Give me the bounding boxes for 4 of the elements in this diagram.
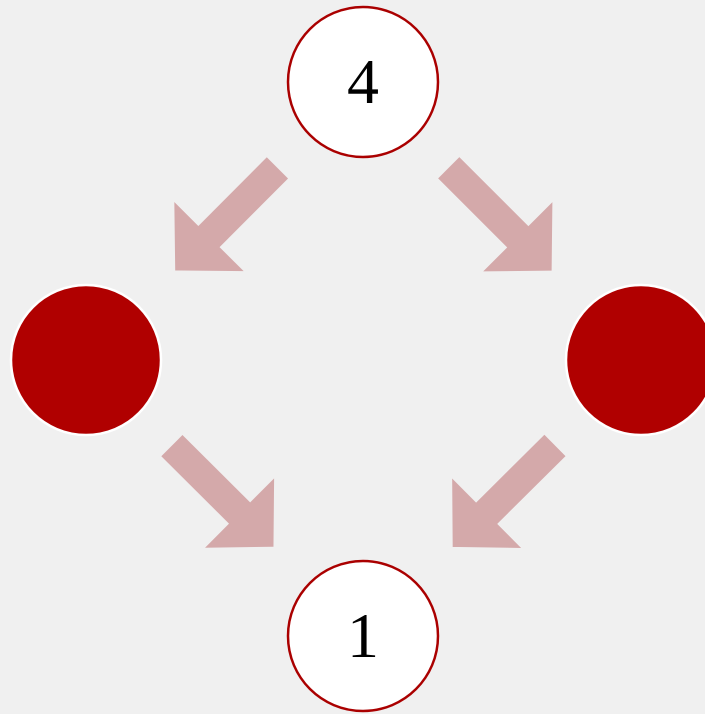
filled-circle: [10, 284, 162, 436]
filled-circle: [564, 284, 705, 436]
block-arrow: [438, 157, 552, 272]
block-arrow: [452, 434, 566, 548]
